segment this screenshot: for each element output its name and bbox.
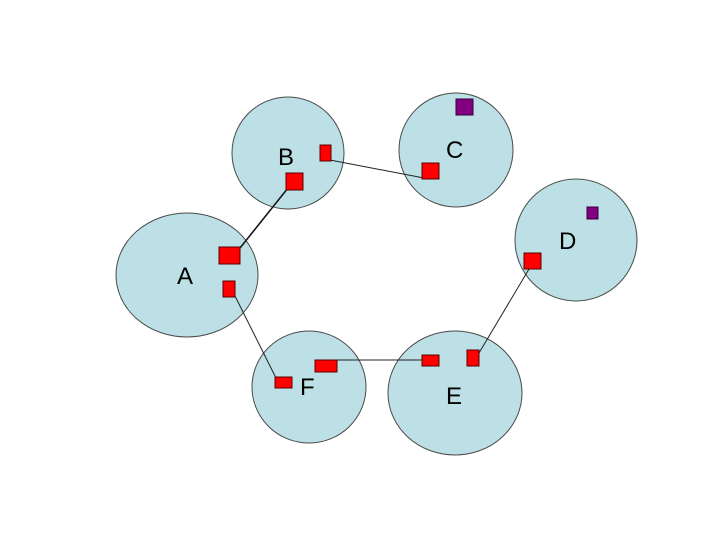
label-a: A	[177, 263, 193, 290]
node-f	[251, 330, 367, 444]
label-e: E	[446, 383, 462, 410]
port-f-2	[314, 359, 338, 373]
edge-b-c	[329, 159, 425, 179]
marker-d	[586, 206, 599, 220]
node-b	[231, 96, 345, 210]
label-b: B	[278, 144, 294, 171]
port-f-1	[274, 376, 293, 389]
edge-a-b	[239, 182, 293, 249]
port-e-1	[421, 354, 440, 367]
marker-c	[455, 98, 474, 116]
port-a-2	[222, 280, 236, 298]
port-c-1	[421, 162, 440, 180]
node-a	[115, 212, 259, 338]
label-c: C	[446, 137, 463, 164]
edge-e-d	[478, 263, 533, 354]
port-e-2	[466, 349, 480, 367]
port-d-1	[523, 252, 542, 270]
label-f: F	[300, 374, 315, 401]
port-a-1	[218, 246, 241, 265]
edge-a-f	[233, 293, 278, 381]
node-d	[514, 178, 638, 302]
port-b-2	[285, 172, 304, 191]
label-d: D	[559, 228, 576, 255]
port-b-1	[319, 144, 332, 162]
